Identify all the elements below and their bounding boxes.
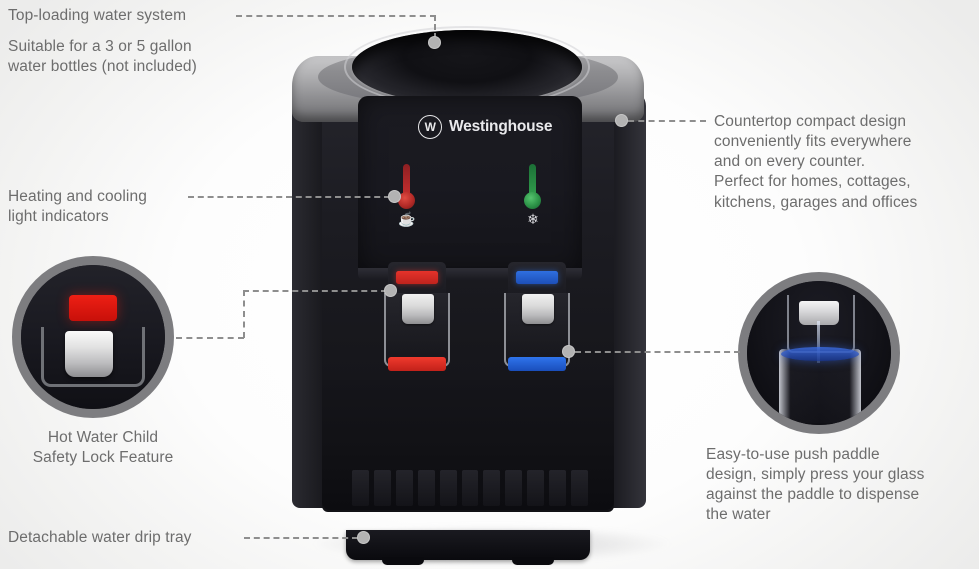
grille-slot xyxy=(571,470,588,506)
push-paddle-inset-photo xyxy=(738,272,900,434)
annotation-push-paddle: Easy-to-use push paddle design, simply p… xyxy=(706,446,925,524)
brand-name: Westinghouse xyxy=(449,118,553,135)
drip-tray-grille xyxy=(352,470,588,506)
annotation-drip-tray: Detachable water drip tray xyxy=(8,529,192,546)
leader-line-push-paddle xyxy=(575,351,740,353)
hot-led-stem xyxy=(403,164,410,200)
hot-nozzle xyxy=(402,294,434,324)
cold-indicator-light xyxy=(524,164,541,209)
child-safety-lock-button xyxy=(69,295,117,321)
annotation-indicators: Heating and cooling light indicators xyxy=(8,188,147,226)
hot-paddle-indicator xyxy=(396,271,438,284)
cold-led-stem xyxy=(529,164,536,200)
leader-line-safety-lock-vertical xyxy=(243,290,245,338)
hot-water-paddle-assembly[interactable] xyxy=(384,262,454,374)
hot-cup-steam-icon: ☕ xyxy=(398,211,416,227)
cold-paddle-indicator xyxy=(516,271,558,284)
leader-dot-countertop xyxy=(615,114,628,127)
cold-paddle-bar[interactable] xyxy=(508,357,566,371)
leader-dot-top-loading xyxy=(428,36,441,49)
leader-dot-indicators xyxy=(388,190,401,203)
water-stream xyxy=(817,321,820,363)
grille-slot xyxy=(549,470,567,506)
grille-slot xyxy=(461,470,479,506)
leader-line-drip-tray xyxy=(244,537,358,539)
leader-line-top-loading-vertical xyxy=(434,15,436,39)
annotation-bottle-capacity: Suitable for a 3 or 5 gallon water bottl… xyxy=(8,38,197,76)
hot-led-bulb xyxy=(398,192,415,209)
crown-w-icon: W xyxy=(418,115,442,139)
safety-lock-inset-photo xyxy=(12,256,174,418)
logo-w-glyph: W xyxy=(424,120,436,134)
leader-dot-push-paddle xyxy=(562,345,575,358)
leader-line-countertop xyxy=(628,120,706,122)
detachable-drip-tray[interactable] xyxy=(346,530,590,565)
cold-nozzle xyxy=(522,294,554,324)
grille-slot xyxy=(417,470,435,506)
annotation-countertop: Countertop compact design conveniently f… xyxy=(714,113,918,211)
leader-line-safety-lock-lower xyxy=(176,337,244,339)
cold-led-bulb xyxy=(524,192,541,209)
control-panel xyxy=(358,96,582,274)
inset-nozzle xyxy=(65,331,113,377)
hot-indicator-light xyxy=(398,164,415,209)
leader-line-indicators xyxy=(188,196,390,198)
grille-slot xyxy=(373,470,391,506)
annotation-top-loading: Top-loading water system xyxy=(8,7,187,24)
leader-dot-safety-lock xyxy=(384,284,397,297)
grille-slot xyxy=(483,470,501,506)
tray-foot xyxy=(382,557,424,565)
grille-slot xyxy=(505,470,523,506)
annotation-safety-lock: Hot Water Child Safety Lock Feature xyxy=(32,429,174,467)
drinking-glass xyxy=(779,349,861,423)
brand-logo: W Westinghouse xyxy=(418,115,552,139)
grille-slot xyxy=(352,470,369,506)
tray-foot xyxy=(512,557,554,565)
water-surface xyxy=(781,347,859,361)
grille-slot xyxy=(395,470,413,506)
hot-paddle-bar[interactable] xyxy=(388,357,446,371)
cold-paddle-frame xyxy=(504,293,570,367)
grille-slot xyxy=(439,470,457,506)
cold-water-paddle-assembly[interactable] xyxy=(504,262,574,374)
inset-paddle-frame xyxy=(41,327,145,387)
snowflake-icon: ❄ xyxy=(527,211,539,227)
leader-line-safety-lock-upper xyxy=(243,290,387,292)
leader-dot-drip-tray xyxy=(357,531,370,544)
leader-line-top-loading xyxy=(236,15,436,17)
grille-slot xyxy=(527,470,545,506)
